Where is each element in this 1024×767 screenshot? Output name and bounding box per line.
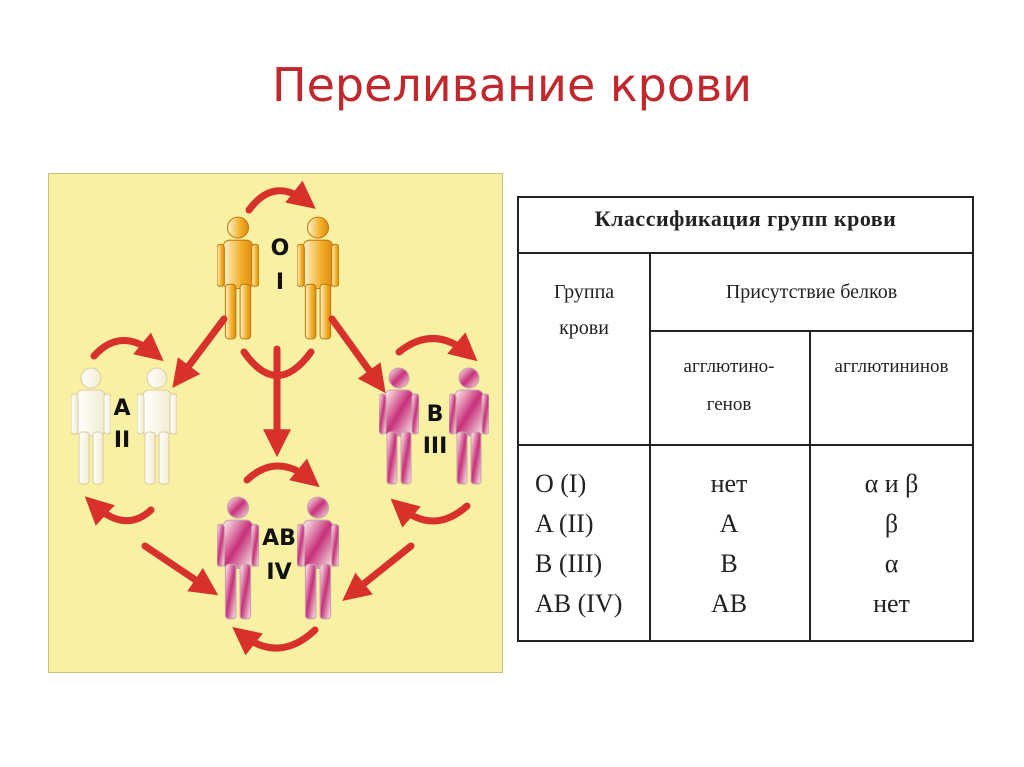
transfusion-diagram: O I A II B III AB IV [48, 173, 503, 673]
transfusion-diagram-graphic [71, 180, 489, 656]
row-3-agglutinins: нет [873, 589, 910, 618]
header-agglutinogens-line2: генов [706, 394, 752, 415]
header-agglutinogens: агглютино- генов [649, 353, 809, 419]
header-group: Группа крови [519, 278, 649, 342]
header-group-line1: Группа [553, 281, 615, 303]
row-0-group: O (I) [535, 469, 587, 498]
group-ab-roman: IV [266, 560, 292, 585]
row-3-group: AB (IV) [535, 589, 623, 618]
group-b-roman: III [422, 434, 448, 459]
group-o-roman: I [275, 270, 285, 295]
group-b-letter: B [426, 402, 444, 427]
table-divider [809, 330, 811, 642]
group-a-roman: II [113, 428, 131, 453]
table-title: Классификация групп крови [594, 206, 897, 231]
row-1-agglutinogens: A [719, 509, 739, 538]
group-label-a: A II [105, 396, 139, 454]
table-divider [649, 252, 651, 642]
group-label-b: B III [415, 402, 455, 460]
group-o-letter: O [270, 236, 290, 261]
table-divider [649, 330, 974, 332]
row-0-agglutinogens: нет [710, 469, 748, 498]
row-2-agglutinogens: B [720, 549, 738, 578]
header-presence: Присутствие белков [725, 281, 898, 303]
column-agglutinogens: нет A B AB [649, 464, 809, 624]
group-a-letter: A [113, 396, 131, 421]
header-agglutinogens-line1: агглютино- [683, 356, 775, 377]
slide-title: Переливание крови [271, 58, 752, 112]
group-label-ab: AB IV [255, 526, 303, 586]
header-group-line2: крови [559, 317, 609, 339]
group-label-o: O I [263, 236, 297, 296]
blood-group-table: Классификация групп крови Группа крови П… [517, 196, 974, 642]
row-2-group: B (III) [535, 549, 603, 578]
table-divider [519, 252, 974, 254]
header-agglutinins: агглютининов [834, 356, 949, 377]
group-ab-letter: AB [262, 526, 296, 551]
row-1-agglutinins: β [884, 509, 899, 538]
row-3-agglutinogens: AB [710, 589, 748, 618]
column-agglutinins: α и β β α нет [809, 464, 974, 624]
row-1-group: A (II) [535, 509, 594, 538]
column-group: O (I) A (II) B (III) AB (IV) [535, 464, 622, 624]
table-divider [519, 444, 974, 446]
row-2-agglutinins: α [884, 549, 899, 578]
row-0-agglutinins: α и β [864, 469, 919, 498]
